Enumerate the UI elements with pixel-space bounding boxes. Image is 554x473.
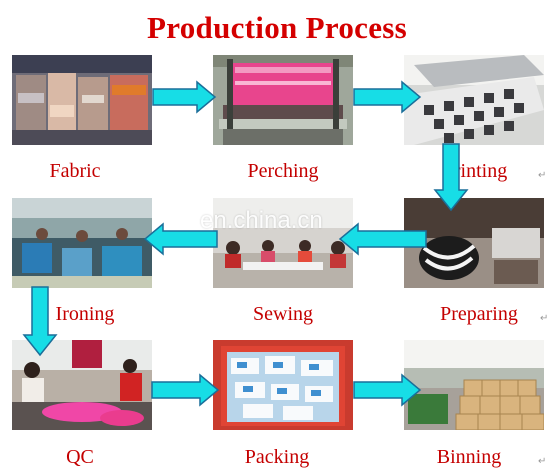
preparing-photo <box>404 198 544 288</box>
arrow-left-icon <box>143 222 218 256</box>
packing-photo <box>213 340 353 430</box>
step-label-packing: Packing <box>244 446 310 468</box>
step-label-fabric: Fabric <box>49 160 101 182</box>
arrow-down-icon <box>22 286 58 357</box>
return-mark: ↵ <box>540 313 549 324</box>
binning-photo <box>404 340 544 430</box>
step-label-preparing: Preparing <box>440 303 518 325</box>
page-title: Production Process <box>147 10 407 45</box>
step-label-ironing: Ironing <box>55 303 115 325</box>
return-mark: ↵ <box>538 170 547 181</box>
qc-photo <box>12 340 152 430</box>
arrow-down-icon <box>433 143 469 212</box>
fabric-photo <box>12 55 152 145</box>
step-label-binning: Binning <box>436 446 502 468</box>
step-label-qc: QC <box>66 446 94 468</box>
step-label-sewing: Sewing <box>253 303 313 325</box>
arrow-right-icon <box>353 373 422 407</box>
arrow-right-icon <box>151 373 220 407</box>
printing-photo <box>404 55 544 145</box>
step-label-perching: Perching <box>247 160 319 182</box>
arrow-left-icon <box>338 222 427 256</box>
arrow-right-icon <box>353 80 422 114</box>
ironing-photo <box>12 198 152 288</box>
watermark: en.china.cn <box>200 207 323 234</box>
sewing-photo <box>213 198 353 288</box>
step-label-printing: Printing <box>442 160 508 182</box>
perching-photo <box>213 55 353 145</box>
return-mark: ↵ <box>538 456 547 467</box>
arrow-right-icon <box>152 80 217 114</box>
